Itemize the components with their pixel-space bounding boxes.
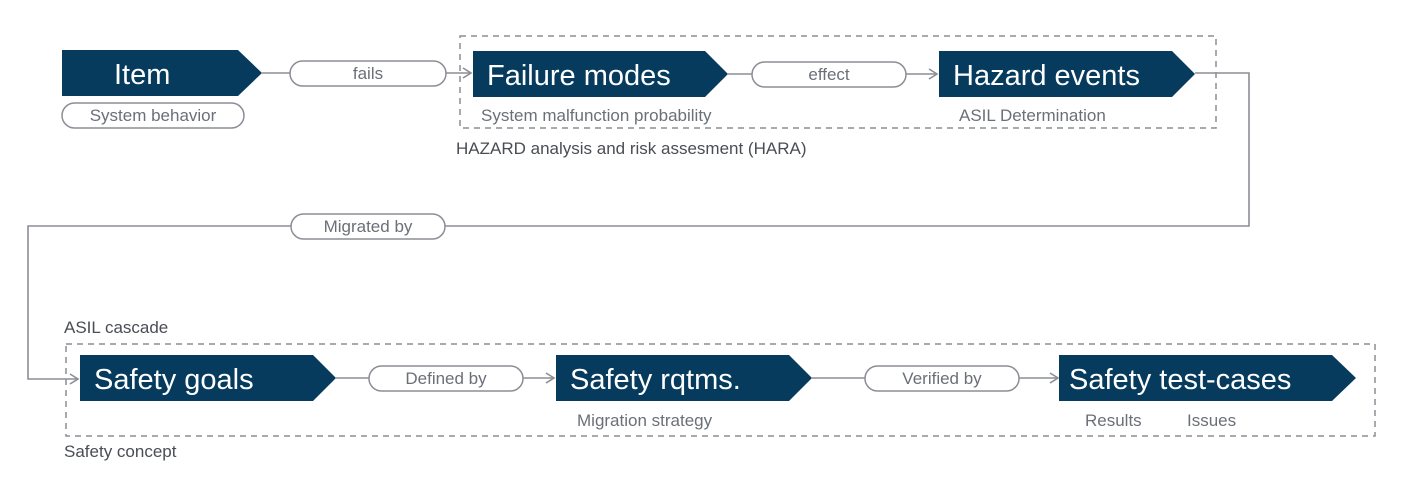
node-safety-test-cases: Safety test-cases	[1059, 355, 1356, 401]
edge-verified-by: Verified by	[864, 365, 1020, 392]
safety-test-cases-results-label: Results	[1085, 411, 1142, 430]
failure-modes-sublabel: System malfunction probability	[481, 106, 712, 125]
connector-migrated-by-right	[445, 72, 1250, 227]
node-item-label: Item	[114, 59, 170, 91]
hara-region-label: HAZARD analysis and risk assesment (HARA…	[456, 139, 806, 158]
item-sublabel: System behavior	[90, 106, 217, 125]
node-failure-modes: Failure modes	[473, 51, 728, 97]
safety-concept-label: Safety concept	[64, 442, 177, 461]
safety-test-cases-issues-label: Issues	[1187, 411, 1236, 430]
node-safety-rqtms-label: Safety rqtms.	[570, 364, 741, 396]
edge-defined-by: Defined by	[368, 365, 524, 392]
hazard-events-sublabel: ASIL Determination	[959, 106, 1106, 125]
edge-effect: effect	[751, 61, 907, 88]
node-safety-goals-label: Safety goals	[94, 364, 254, 396]
edge-verified-by-label: Verified by	[902, 369, 982, 388]
edge-fails: fails	[289, 60, 447, 87]
node-hazard-events-label: Hazard events	[953, 60, 1140, 92]
node-safety-goals: Safety goals	[80, 355, 336, 401]
node-hazard-events: Hazard events	[939, 51, 1195, 97]
edge-defined-by-label: Defined by	[405, 369, 487, 388]
safety-concept-region	[65, 343, 1376, 437]
item-sublabel-pill: System behavior	[61, 102, 245, 129]
node-safety-test-cases-label: Safety test-cases	[1069, 364, 1291, 396]
connector-migrated-by-left	[27, 225, 291, 385]
asil-cascade-label: ASIL cascade	[64, 318, 168, 337]
edge-fails-label: fails	[353, 64, 383, 83]
edge-effect-label: effect	[808, 65, 850, 84]
safety-rqtms-sublabel: Migration strategy	[577, 411, 713, 430]
node-item: Item	[62, 50, 262, 96]
edge-migrated-by-label: Migrated by	[324, 217, 413, 236]
hara-region	[459, 35, 1217, 129]
node-failure-modes-label: Failure modes	[487, 60, 671, 92]
edge-migrated-by: Migrated by	[290, 213, 446, 240]
node-safety-rqtms: Safety rqtms.	[556, 355, 812, 401]
